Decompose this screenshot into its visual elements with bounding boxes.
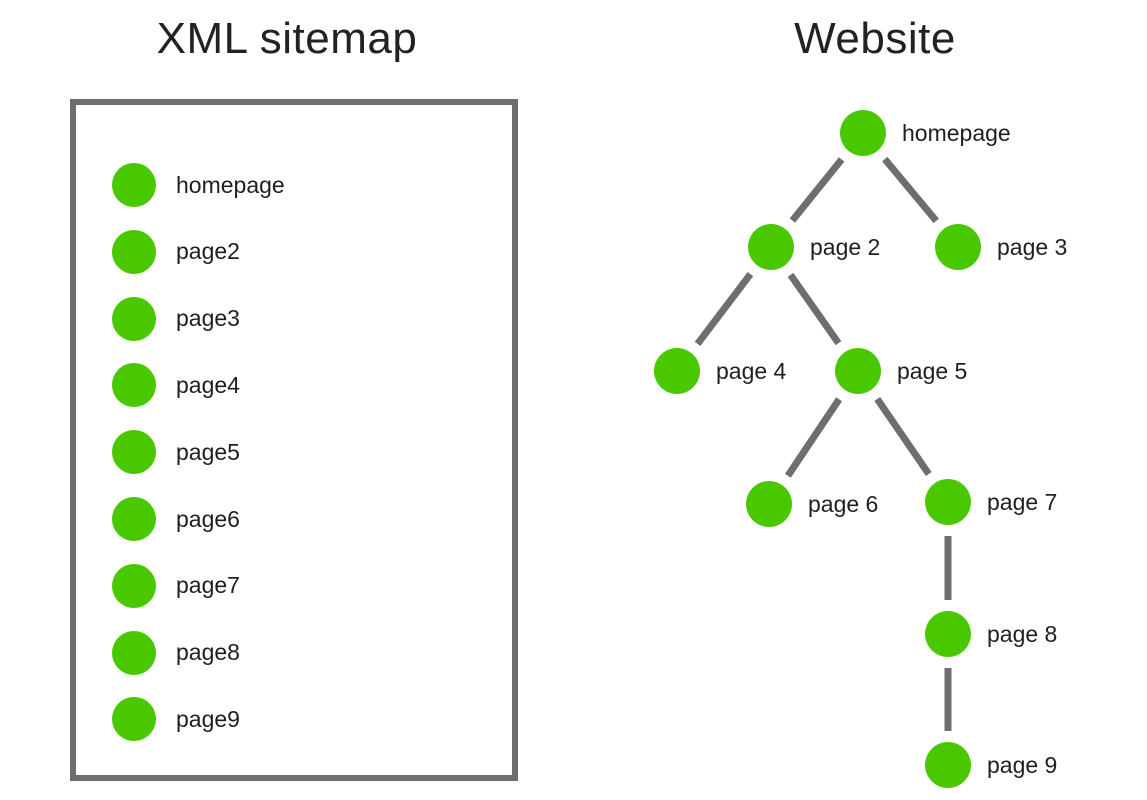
node-dot-icon (112, 363, 156, 408)
tree-node-page5: page 5 (835, 348, 967, 394)
sitemap-box: homepage page2 page3 page4 page5 page6 page7 pa… (70, 99, 518, 781)
node-dot-icon (935, 224, 981, 270)
tree-edge-homepage-page2 (789, 157, 845, 223)
sitemap-item: page8 (112, 630, 240, 675)
tree-node-label: page 9 (987, 751, 1058, 778)
node-dot-icon (925, 479, 971, 525)
sitemap-item: homepage (112, 163, 285, 207)
node-dot-icon (112, 430, 156, 475)
sitemap-title: XML sitemap (156, 14, 418, 63)
node-dot-icon (112, 229, 156, 274)
node-dot-icon (112, 497, 156, 541)
sitemap-item: page4 (112, 363, 240, 408)
tree-node-label: page 4 (716, 357, 787, 384)
tree-node-page9: page 9 (925, 742, 1057, 788)
sitemap-item: page6 (112, 497, 240, 541)
tree-node-label: page 5 (897, 357, 968, 384)
tree-node-page8: page 8 (925, 611, 1057, 657)
node-dot-icon (654, 348, 700, 394)
tree-node-label: page 8 (987, 620, 1058, 647)
sitemap-item: page3 (112, 296, 240, 341)
sitemap-item: page2 (112, 229, 240, 274)
sitemap-item-label: page2 (176, 238, 240, 265)
tree-edge-page2-page5 (787, 272, 842, 346)
tree-node-label: page 2 (810, 233, 881, 260)
node-dot-icon (746, 481, 792, 527)
node-dot-icon (112, 296, 156, 341)
website-title: Website (794, 14, 956, 63)
tree-node-label: page 3 (997, 233, 1068, 260)
tree-node-page6: page 6 (746, 481, 878, 527)
tree-edge-page5-page7 (874, 397, 932, 476)
sitemap-item-label: page9 (176, 705, 240, 732)
node-dot-icon (112, 630, 156, 675)
sitemap-item: page7 (112, 563, 240, 608)
node-dot-icon (112, 563, 156, 608)
sitemap-item-label: page8 (176, 639, 240, 666)
sitemap-item-label: page5 (176, 438, 240, 465)
node-dot-icon (925, 611, 971, 657)
sitemap-item-label: homepage (176, 171, 285, 198)
node-dot-icon (840, 110, 886, 156)
node-dot-icon (112, 163, 156, 207)
sitemap-item-label: page7 (176, 572, 240, 599)
tree-node-label: page 6 (808, 490, 879, 517)
sitemap-item-label: page3 (176, 305, 240, 332)
node-dot-icon (925, 742, 971, 788)
tree-node-page2: page 2 (748, 224, 880, 270)
sitemap-item: page9 (112, 697, 240, 742)
node-dot-icon (112, 697, 156, 742)
tree-edge-page5-page6 (785, 397, 842, 478)
tree-edge-homepage-page3 (882, 156, 939, 224)
tree-node-page3: page 3 (935, 224, 1067, 270)
tree-edge-page2-page4 (694, 271, 754, 347)
sitemap-item-label: page4 (176, 371, 240, 398)
tree-node-homepage: homepage (840, 110, 1011, 156)
node-dot-icon (835, 348, 881, 394)
tree-node-label: homepage (902, 119, 1011, 146)
tree-node-page4: page 4 (654, 348, 786, 394)
sitemap-item: page5 (112, 430, 240, 475)
sitemap-item-label: page6 (176, 505, 240, 532)
tree-node-page7: page 7 (925, 479, 1057, 525)
tree-node-label: page 7 (987, 488, 1058, 515)
node-dot-icon (748, 224, 794, 270)
